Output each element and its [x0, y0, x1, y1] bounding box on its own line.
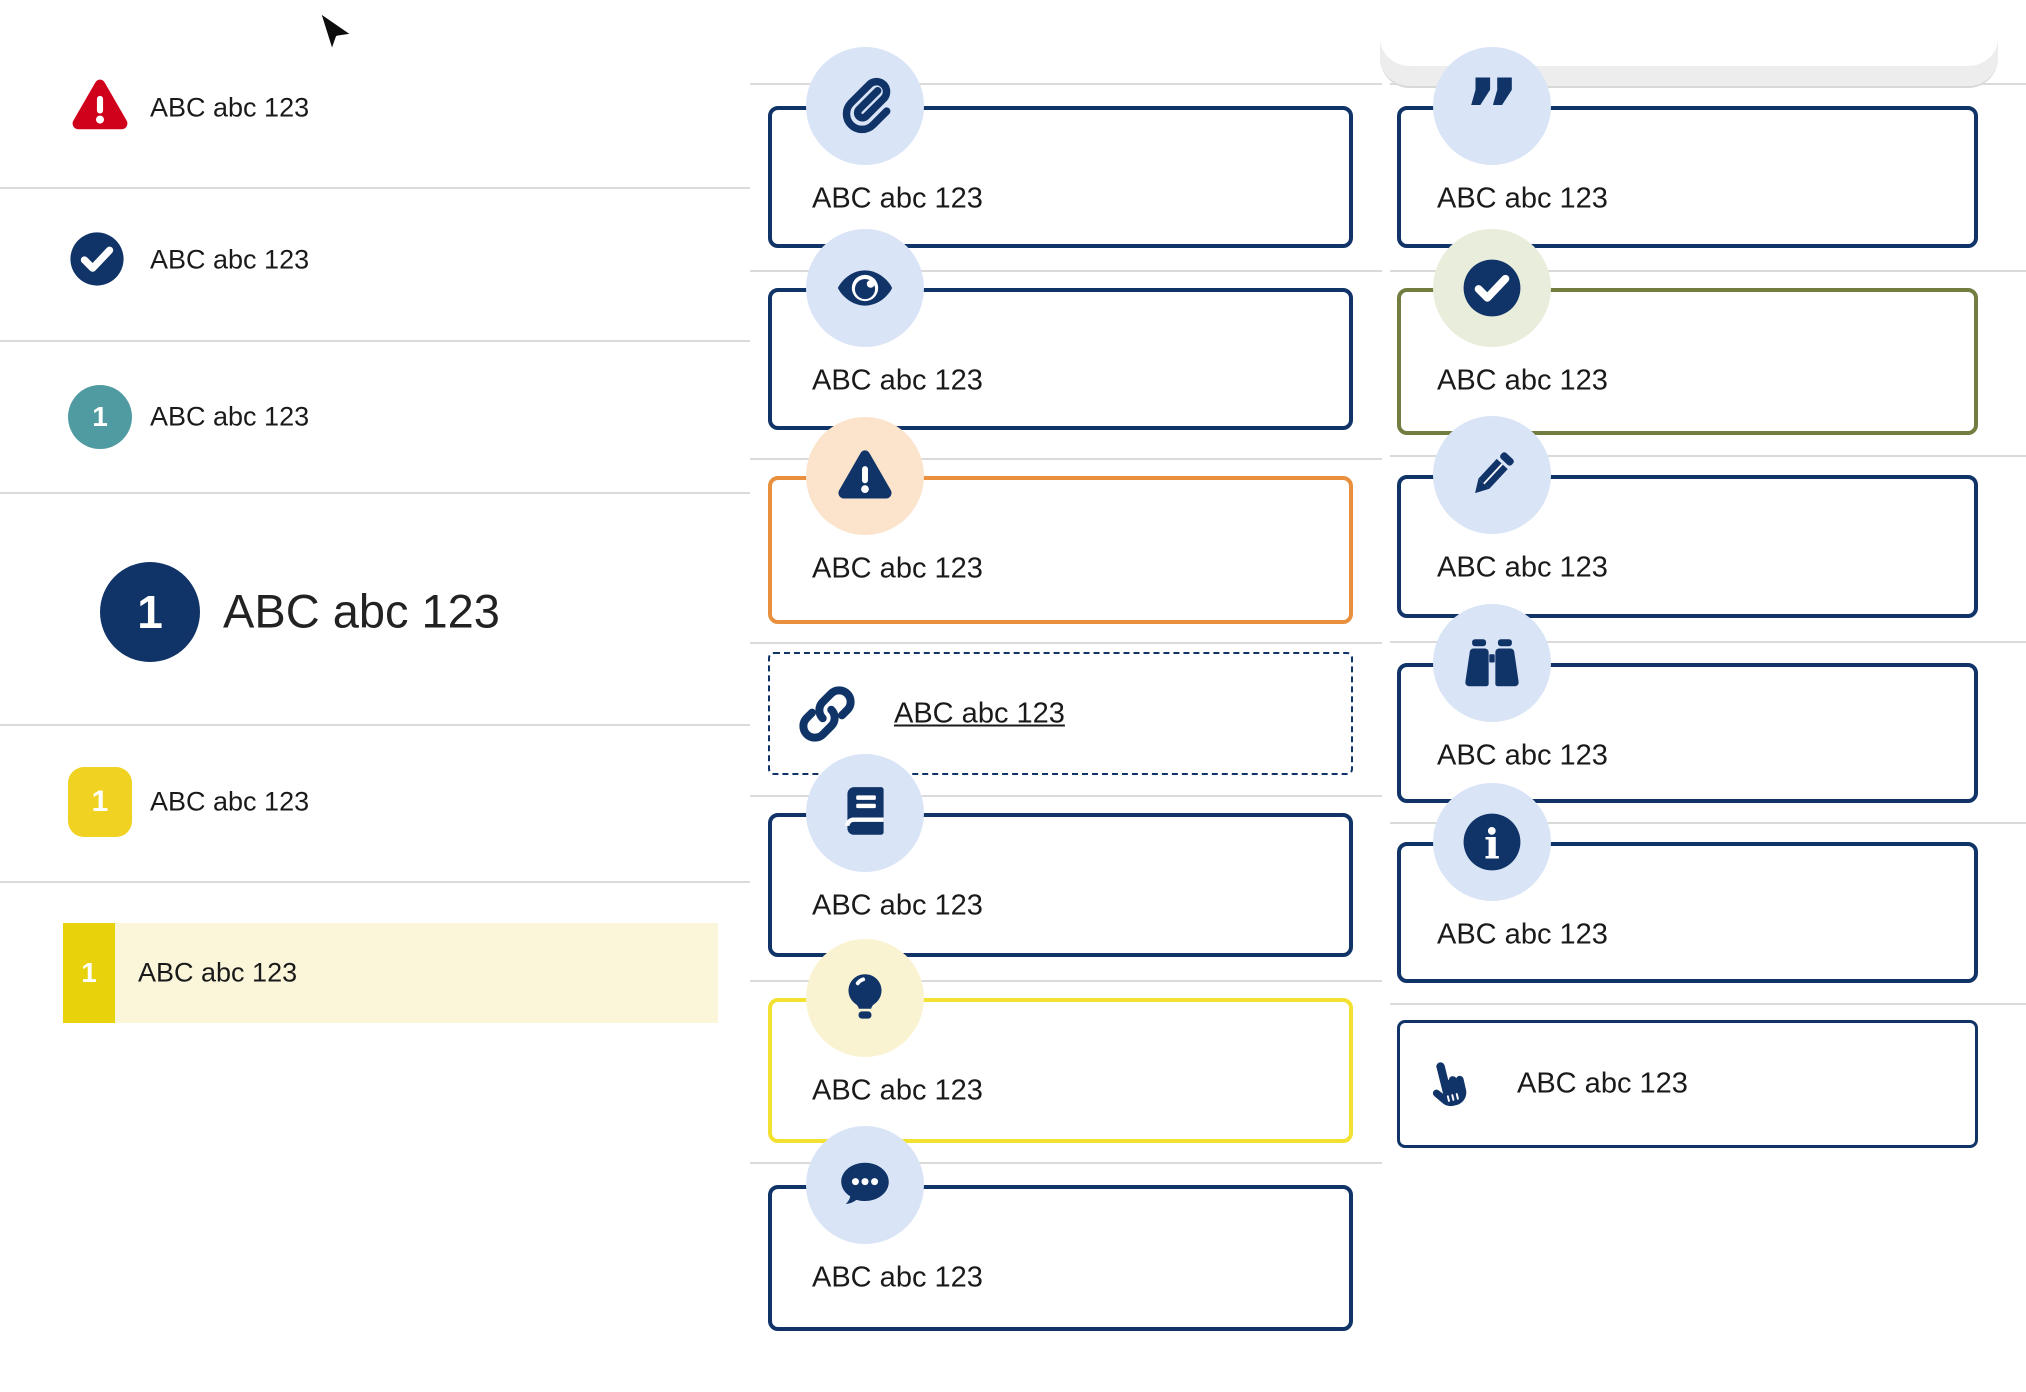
- lightbulb-icon: [834, 967, 896, 1029]
- card-label: ABC abc 123: [1437, 551, 1608, 584]
- card-label: ABC abc 123: [1437, 182, 1608, 215]
- divider-line: [750, 458, 1382, 460]
- divider-line: [1390, 455, 2026, 457]
- divider-line: [1390, 641, 2026, 643]
- icon-circle-badge: [806, 417, 924, 535]
- number-badge: 1: [100, 562, 200, 662]
- list-item-label: ABC abc 123: [150, 401, 310, 432]
- callout-card-hand-pointer[interactable]: [1397, 1020, 1978, 1148]
- callout-card-pencil: [1397, 475, 1978, 618]
- pencil-icon: [1461, 444, 1523, 506]
- card-label: ABC abc 123: [812, 889, 983, 922]
- hand-pointer-icon: [1418, 1048, 1476, 1120]
- chat-icon: [834, 1154, 896, 1216]
- divider-line: [750, 83, 1382, 85]
- warning-triangle-icon: [66, 74, 134, 138]
- card-label[interactable]: ABC abc 123: [1517, 1067, 1688, 1100]
- paperclip-icon: [834, 75, 896, 137]
- quote-icon: ”: [1461, 75, 1523, 137]
- icon-circle-badge: [806, 229, 924, 347]
- divider-line: [0, 187, 750, 189]
- icon-circle-badge: [1433, 416, 1551, 534]
- divider-line: [750, 980, 1382, 982]
- card-label: ABC abc 123: [812, 364, 983, 397]
- divider-line: [750, 795, 1382, 797]
- divider-line: [0, 724, 750, 726]
- link-icon: [795, 682, 859, 746]
- divider-line: [1390, 822, 2026, 824]
- highlighted-row-background: [63, 923, 718, 1023]
- cursor-arrow-icon: [315, 6, 357, 62]
- icon-circle-badge: [806, 939, 924, 1057]
- card-label: ABC abc 123: [1437, 918, 1608, 951]
- list-item-label: ABC abc 123: [150, 786, 310, 817]
- number-badge: 1: [68, 767, 132, 837]
- icon-circle-badge: [1433, 229, 1551, 347]
- card-label: ABC abc 123: [812, 182, 983, 215]
- info-icon: i: [1461, 811, 1523, 873]
- list-item-label: ABC abc 123: [138, 957, 298, 988]
- divider-line: [0, 881, 750, 883]
- binoculars-icon: [1461, 632, 1523, 694]
- icon-circle-badge: [806, 754, 924, 872]
- svg-text:”: ”: [1463, 75, 1521, 137]
- card-label: ABC abc 123: [812, 1261, 983, 1294]
- icon-circle-badge: [806, 1126, 924, 1244]
- card-label: ABC abc 123: [812, 552, 983, 585]
- divider-line: [0, 492, 750, 494]
- list-item-label: ABC abc 123: [150, 244, 310, 275]
- icon-circle-badge: i: [1433, 783, 1551, 901]
- eye-icon: [834, 257, 896, 319]
- warning-triangle-icon: [834, 445, 896, 507]
- card-label: ABC abc 123: [1437, 739, 1608, 772]
- divider-line: [750, 270, 1382, 272]
- card-label: ABC abc 123: [1437, 364, 1608, 397]
- divider-line: [0, 340, 750, 342]
- book-icon: [834, 782, 896, 844]
- svg-text:i: i: [1484, 820, 1500, 869]
- icon-circle-badge: ”: [1433, 47, 1551, 165]
- list-item-label: ABC abc 123: [150, 92, 310, 123]
- divider-line: [1390, 1003, 2026, 1005]
- check-circle-icon: [68, 230, 126, 288]
- icon-circle-badge: [1433, 604, 1551, 722]
- callout-card-info: [1397, 842, 1978, 983]
- check-circle-icon: [1461, 257, 1523, 319]
- number-badge: 1: [63, 923, 115, 1023]
- divider-line: [750, 642, 1382, 644]
- divider-line: [750, 1162, 1382, 1164]
- card-label[interactable]: ABC abc 123: [894, 697, 1065, 729]
- icon-circle-badge: [806, 47, 924, 165]
- divider-line: [1390, 270, 2026, 272]
- card-label: ABC abc 123: [812, 1074, 983, 1107]
- list-heading-label: ABC abc 123: [223, 584, 500, 638]
- number-badge: 1: [68, 385, 132, 449]
